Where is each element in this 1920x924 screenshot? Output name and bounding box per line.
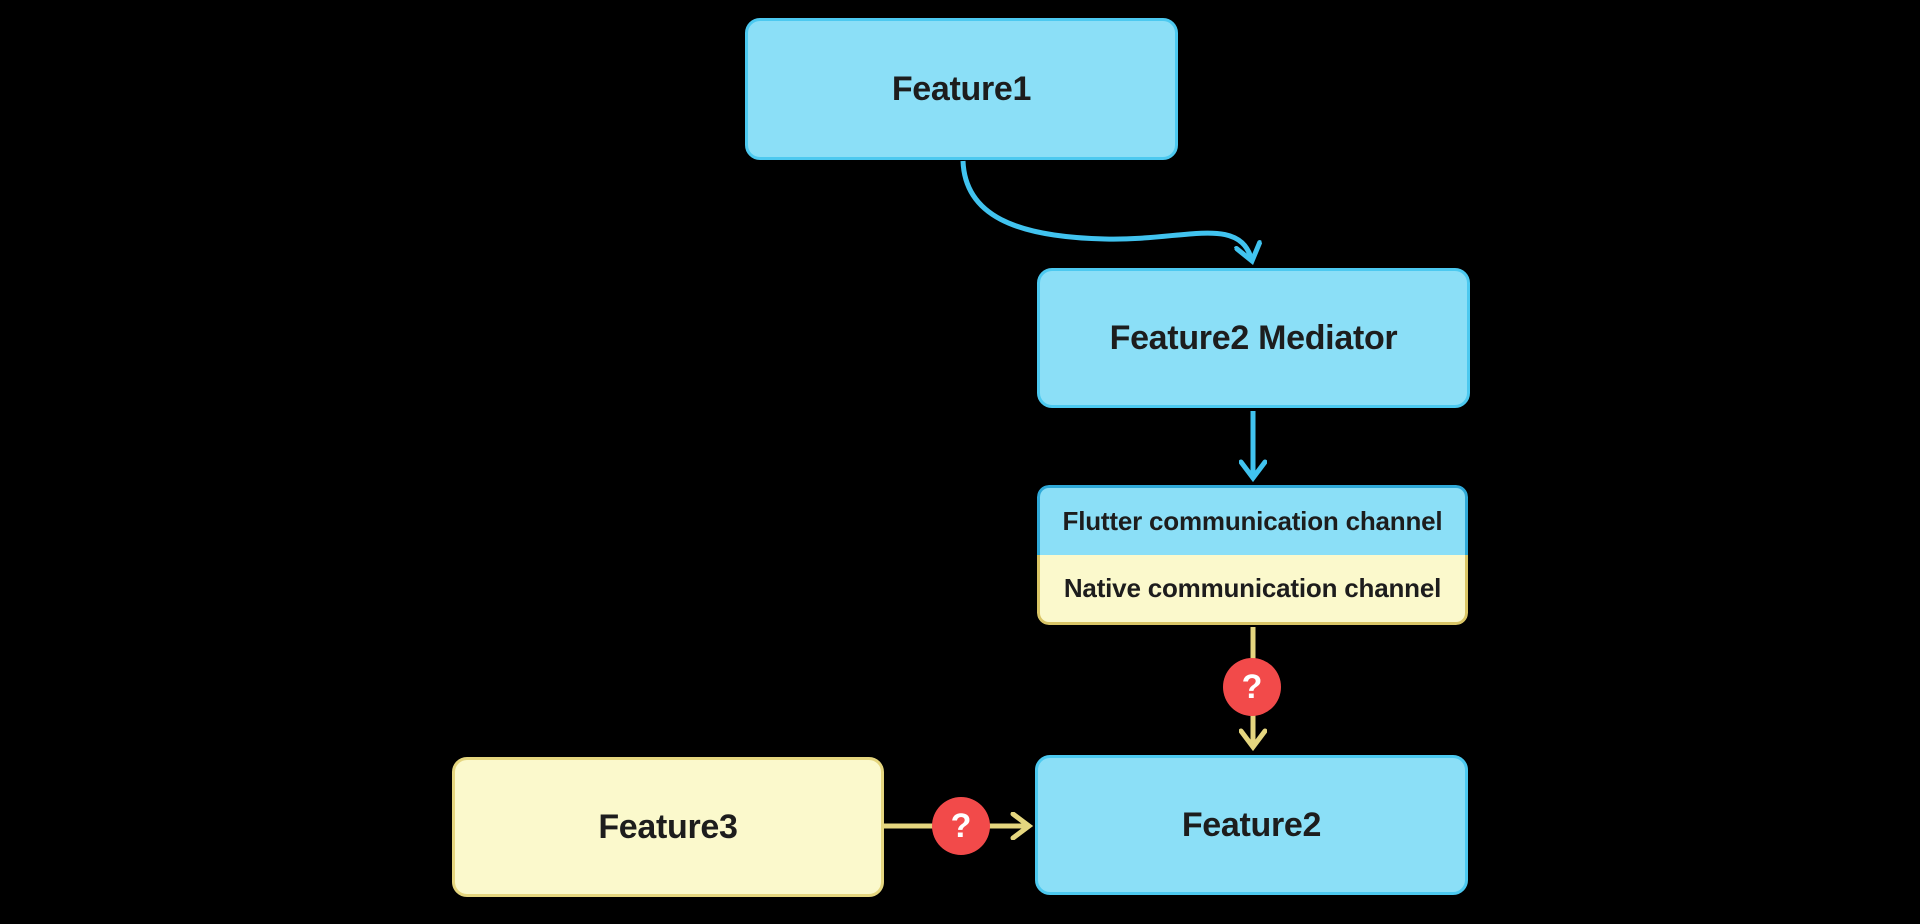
node-feature2-label: Feature2 xyxy=(1181,805,1322,844)
native-communication-channel-row: Native communication channel xyxy=(1037,555,1468,625)
question-badge-feature3-to-feature2: ? xyxy=(932,797,990,855)
question-badge-channels-to-feature2: ? xyxy=(1223,658,1281,716)
node-feature2-mediator: Feature2 Mediator xyxy=(1037,268,1470,408)
flutter-channel-label: Flutter communication channel xyxy=(1062,506,1443,536)
node-feature1: Feature1 xyxy=(745,18,1178,160)
communication-channel-stack: Flutter communication channel Native com… xyxy=(1037,485,1468,625)
node-feature2-mediator-label: Feature2 Mediator xyxy=(1109,318,1398,357)
node-feature3: Feature3 xyxy=(452,757,884,897)
node-feature3-label: Feature3 xyxy=(598,807,738,846)
node-feature2: Feature2 xyxy=(1035,755,1468,895)
question-mark: ? xyxy=(950,806,972,845)
edge-feature1-to-mediator xyxy=(960,160,1252,261)
native-channel-label: Native communication channel xyxy=(1063,573,1442,603)
question-mark: ? xyxy=(1241,667,1263,706)
flutter-communication-channel-row: Flutter communication channel xyxy=(1037,485,1468,555)
node-feature1-label: Feature1 xyxy=(891,69,1032,108)
